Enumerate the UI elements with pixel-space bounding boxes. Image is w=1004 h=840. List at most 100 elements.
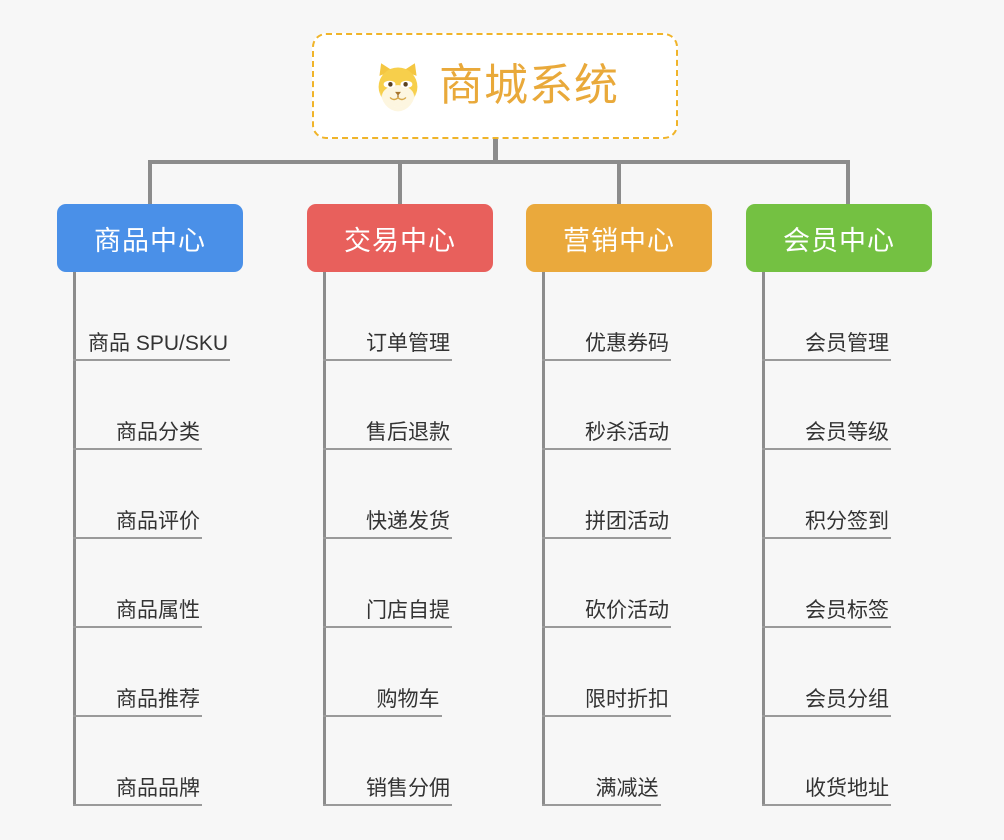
item-underline [762, 448, 891, 450]
list-item-label: 商品推荐 [116, 687, 200, 711]
list-item-label: 会员标签 [805, 598, 889, 622]
item-underline [762, 626, 891, 628]
list-item[interactable]: 满减送 [542, 717, 712, 806]
list-item-label: 限时折扣 [585, 687, 669, 711]
list-item[interactable]: 商品推荐 [73, 628, 243, 717]
list-item-label: 收货地址 [805, 776, 889, 800]
item-underline [762, 715, 891, 717]
list-item[interactable]: 收货地址 [762, 717, 932, 806]
item-list: 订单管理 售后退款 快递发货 门店自提 购物车 销售分佣 [323, 272, 493, 806]
item-list: 商品 SPU/SKU 商品分类 商品评价 商品属性 商品推荐 商品品牌 [73, 272, 243, 806]
item-underline [542, 804, 661, 806]
list-item-label: 快递发货 [366, 509, 450, 533]
list-item[interactable]: 砍价活动 [542, 539, 712, 628]
category-card-product-center[interactable]: 商品中心 [57, 204, 243, 272]
list-item[interactable]: 门店自提 [323, 539, 493, 628]
list-item-label: 售后退款 [366, 420, 450, 444]
list-item-label: 满减送 [595, 776, 659, 800]
category-card-trade-center[interactable]: 交易中心 [307, 204, 493, 272]
connector-trunk [493, 139, 498, 164]
item-underline [542, 537, 671, 539]
connector-drop-2 [398, 160, 402, 206]
list-item[interactable]: 商品评价 [73, 450, 243, 539]
category-title: 会员中心 [783, 225, 895, 256]
list-item[interactable]: 会员管理 [762, 272, 932, 361]
category-title: 营销中心 [563, 225, 675, 256]
list-item-label: 优惠券码 [585, 331, 669, 355]
list-item-label: 订单管理 [366, 331, 450, 355]
list-item[interactable]: 商品品牌 [73, 717, 243, 806]
column-spine [542, 272, 545, 806]
list-item[interactable]: 购物车 [323, 628, 493, 717]
item-underline [762, 804, 891, 806]
item-underline [323, 359, 452, 361]
list-item-label: 拼团活动 [585, 509, 669, 533]
list-item[interactable]: 优惠券码 [542, 272, 712, 361]
list-item-label: 销售分佣 [366, 776, 450, 800]
list-item[interactable]: 会员等级 [762, 361, 932, 450]
list-item[interactable]: 秒杀活动 [542, 361, 712, 450]
column-spine [323, 272, 326, 806]
list-item[interactable]: 拼团活动 [542, 450, 712, 539]
item-list: 优惠券码 秒杀活动 拼团活动 砍价活动 限时折扣 满减送 [542, 272, 712, 806]
category-card-marketing-center[interactable]: 营销中心 [526, 204, 712, 272]
item-underline [542, 448, 671, 450]
list-item-label: 砍价活动 [585, 598, 669, 622]
category-title: 交易中心 [344, 225, 456, 256]
list-item[interactable]: 商品分类 [73, 361, 243, 450]
list-item[interactable]: 会员分组 [762, 628, 932, 717]
item-underline [762, 537, 891, 539]
item-underline [323, 537, 452, 539]
column-trade-center: 交易中心 订单管理 售后退款 快递发货 门店自提 购物车 [307, 204, 493, 806]
shiba-dog-icon [378, 63, 418, 112]
column-marketing-center: 营销中心 优惠券码 秒杀活动 拼团活动 砍价活动 限时折扣 [526, 204, 712, 806]
list-item-label: 商品 SPU/SKU [87, 331, 229, 355]
list-item[interactable]: 订单管理 [323, 272, 493, 361]
list-item[interactable]: 商品 SPU/SKU [73, 272, 243, 361]
list-item-label: 购物车 [376, 687, 440, 711]
list-item[interactable]: 商品属性 [73, 539, 243, 628]
item-underline [73, 537, 202, 539]
item-underline [542, 359, 671, 361]
list-item-label: 秒杀活动 [585, 420, 669, 444]
connector-drop-1 [148, 160, 152, 206]
list-item-label: 积分签到 [805, 509, 889, 533]
item-underline [73, 804, 202, 806]
item-underline [323, 626, 452, 628]
root-node-card[interactable]: 商城系统 [312, 33, 678, 139]
column-member-center: 会员中心 会员管理 会员等级 积分签到 会员标签 会员分组 [746, 204, 932, 806]
list-item[interactable]: 会员标签 [762, 539, 932, 628]
column-product-center: 商品中心 商品 SPU/SKU 商品分类 商品评价 商品属性 商品推荐 [57, 204, 243, 806]
item-list: 会员管理 会员等级 积分签到 会员标签 会员分组 收货地址 [762, 272, 932, 806]
list-item-label: 商品评价 [116, 509, 200, 533]
item-underline [762, 359, 891, 361]
list-item-label: 门店自提 [366, 598, 450, 622]
item-underline [73, 448, 202, 450]
item-underline [73, 359, 230, 361]
connector-drop-3 [617, 160, 621, 206]
category-title: 商品中心 [94, 225, 206, 256]
root-node-title: 商城系统 [439, 61, 619, 110]
connector-drop-4 [846, 160, 850, 206]
connector-bus [148, 160, 850, 164]
column-spine [73, 272, 76, 806]
list-item-label: 会员分组 [805, 687, 889, 711]
list-item-label: 会员管理 [805, 331, 889, 355]
item-underline [542, 715, 671, 717]
item-underline [73, 626, 202, 628]
list-item[interactable]: 售后退款 [323, 361, 493, 450]
list-item[interactable]: 限时折扣 [542, 628, 712, 717]
list-item[interactable]: 积分签到 [762, 450, 932, 539]
list-item-label: 会员等级 [805, 420, 889, 444]
list-item[interactable]: 销售分佣 [323, 717, 493, 806]
list-item-label: 商品分类 [116, 420, 200, 444]
list-item-label: 商品品牌 [116, 776, 200, 800]
column-spine [762, 272, 765, 806]
item-underline [323, 448, 452, 450]
category-card-member-center[interactable]: 会员中心 [746, 204, 932, 272]
list-item[interactable]: 快递发货 [323, 450, 493, 539]
item-underline [323, 804, 452, 806]
item-underline [73, 715, 202, 717]
list-item-label: 商品属性 [116, 598, 200, 622]
